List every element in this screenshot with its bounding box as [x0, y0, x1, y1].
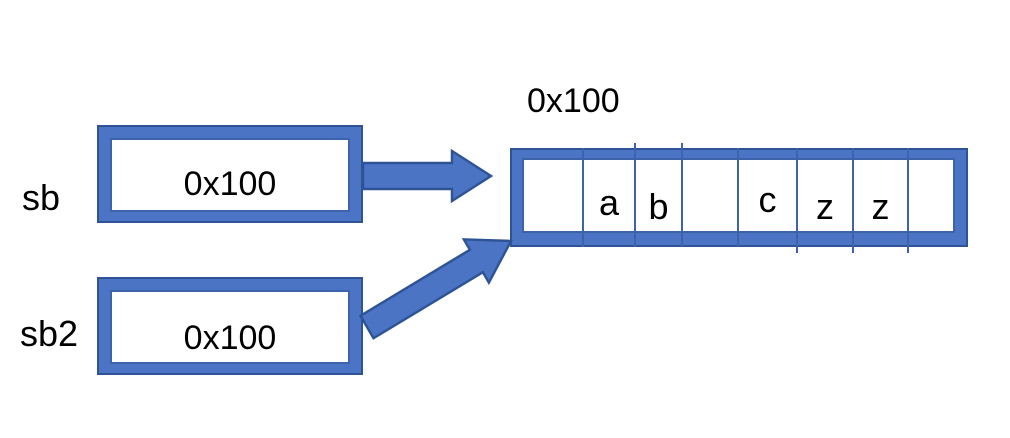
buffer-cell-value: z [871, 186, 890, 227]
buffer-cell-value: a [598, 182, 620, 223]
buffer-cell: z [797, 158, 853, 233]
sb2-pointer-box: 0x100 [97, 277, 363, 375]
sb-pointer-box-inner: 0x100 [110, 138, 350, 212]
sb2-pointer-value: 0x100 [183, 319, 277, 357]
buffer-cell: c [738, 158, 797, 233]
sb-pointer-box: 0x100 [97, 125, 363, 223]
sb-pointer-value: 0x100 [183, 165, 277, 203]
buffer-cell-value: c [758, 179, 777, 220]
sb2-pointer-box-inner: 0x100 [110, 290, 350, 364]
buffer-cell-divider [634, 143, 636, 247]
buffer-cell-divider [681, 143, 683, 247]
buffer-cell-divider [907, 148, 909, 253]
buffer-address-label: 0x100 [527, 82, 620, 120]
buffer-cell-divider [796, 148, 798, 253]
buffer-cell-value: b [648, 186, 669, 227]
buffer-cell-value: z [816, 186, 834, 227]
buffer-cell: a [583, 158, 635, 233]
buffer-cell [682, 158, 738, 233]
buffer-cell-divider [737, 148, 739, 247]
sb-variable-label: sb [22, 177, 61, 218]
right-arrow-icon [361, 148, 494, 204]
buffer-cell: b [635, 158, 682, 233]
buffer-box: a b c z z [510, 143, 968, 253]
sb2-variable-label: sb2 [20, 313, 79, 354]
diagonal-up-right-arrow-icon [358, 238, 514, 340]
buffer-cell-divider [852, 148, 854, 253]
buffer-cell [908, 158, 955, 233]
buffer-cell: z [853, 158, 908, 233]
buffer-cell-divider [582, 148, 584, 247]
